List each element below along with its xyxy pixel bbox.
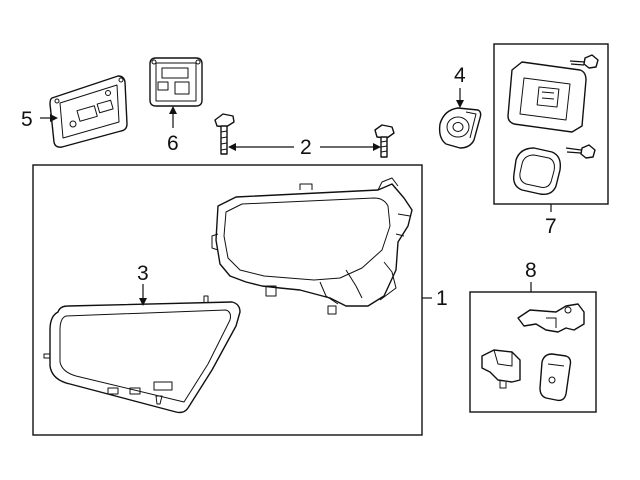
callout-3-leader [139,284,147,306]
callout-5-leader [40,114,58,122]
callout-6-leader [169,106,177,128]
callout-2-leader [228,143,381,151]
headlamp-assembly-part[interactable] [211,177,413,315]
callout-2: 2 [300,136,312,159]
headlamp-lens-part[interactable] [43,295,241,414]
ballast-unit-part[interactable] [507,61,587,133]
clip-right-part[interactable] [539,353,572,402]
bulb-socket-part[interactable] [438,107,482,149]
callout-1: 1 [436,287,448,310]
bolt-left-part[interactable] [214,113,235,155]
headlamp-assembly-frame [32,164,423,436]
callout-7: 7 [545,215,557,238]
callout-3: 3 [137,262,149,285]
bolt-right-part[interactable] [374,124,395,158]
callout-4: 4 [454,64,466,87]
screw-top-part[interactable] [569,54,599,69]
repair-kit-frame [469,291,597,413]
callout-5: 5 [21,108,33,131]
led-driver-module-part[interactable] [149,57,203,107]
control-module-part[interactable] [49,75,128,148]
callout-8: 8 [525,259,537,282]
callout-6: 6 [167,132,179,155]
clip-left-part[interactable] [481,349,521,389]
mounting-bracket-part[interactable] [517,303,585,333]
gasket-seal-part[interactable] [512,147,562,196]
screw-bottom-part[interactable] [565,144,596,159]
callout-4-leader [456,88,464,108]
